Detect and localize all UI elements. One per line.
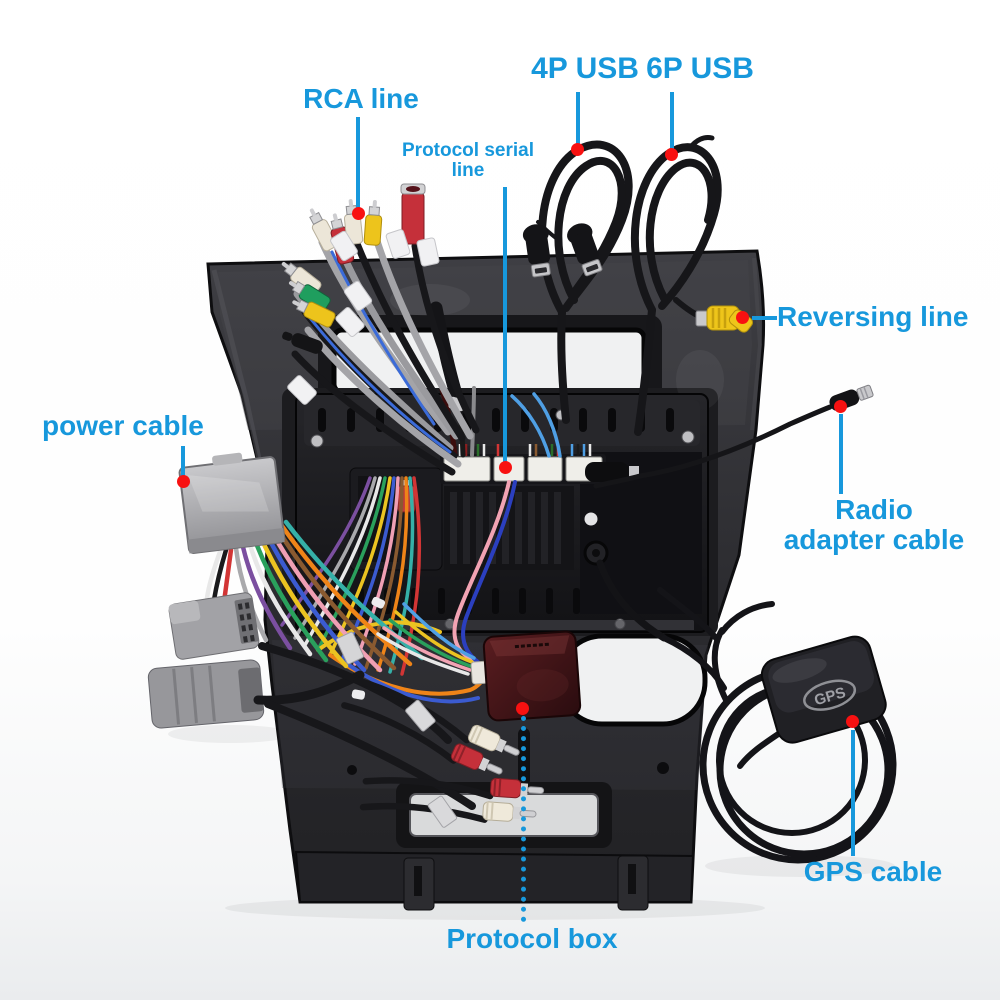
radio-adapter-cable — [593, 384, 874, 489]
marker-dot-radio-adapter-cable — [834, 400, 847, 413]
white-pin-connectors — [443, 456, 603, 482]
leader-6p-usb — [670, 92, 674, 150]
label-protocol-serial-line: Protocol serial line — [402, 140, 534, 182]
usb-female-connector-1 — [567, 223, 603, 277]
rca-plug-red-2 — [489, 777, 545, 799]
leader-protocol-box — [521, 716, 526, 922]
rca-plug-white-1 — [467, 724, 520, 756]
bottom-light-strip — [310, 620, 694, 630]
heatsink-fins — [450, 492, 561, 564]
leader-4p-usb — [576, 92, 580, 145]
protocol-box-wires — [376, 602, 476, 676]
marker-dot-rca-line — [352, 207, 365, 220]
dc-barrel-plug — [282, 331, 323, 354]
gps-antenna-puck: GPS — [760, 635, 887, 744]
label-protocol-box: Protocol box — [446, 923, 618, 954]
cable-ties — [351, 596, 386, 700]
label-6p-usb: 6P USB — [646, 52, 754, 85]
harness-16pin-connector — [168, 592, 260, 660]
antenna-stub — [585, 462, 639, 482]
label-protocol-serial-line-1: Protocol serial — [402, 140, 534, 161]
fascia-right-edge-highlight — [750, 257, 763, 431]
protocol-box-body — [482, 630, 582, 722]
power-wire-fan — [204, 519, 425, 673]
label-rca-line: RCA line — [303, 83, 419, 114]
white-dot-sticker — [584, 512, 598, 526]
marker-dot-4p-usb — [571, 143, 584, 156]
protocol-box — [470, 630, 582, 722]
round-socket — [583, 540, 609, 566]
light-blue-wires — [510, 392, 562, 458]
cable-label-tags — [287, 229, 440, 405]
marker-dot-power-cable — [177, 475, 190, 488]
rca-plug-red-1 — [450, 743, 503, 775]
leader-power-cable — [181, 446, 185, 476]
leader-gps-cable — [851, 730, 855, 856]
marker-dot-protocol-box — [516, 702, 529, 715]
leader-protocol-serial-line — [503, 187, 507, 463]
rca-pair-tags — [405, 699, 458, 828]
label-protocol-serial-line-2: line — [451, 160, 485, 182]
leader-reversing-line — [752, 316, 777, 320]
usb-female-connector-2 — [522, 224, 551, 278]
marker-dot-protocol-serial-line — [499, 461, 512, 474]
marker-dot-reversing-line — [736, 311, 749, 324]
leader-radio-adapter-cable — [839, 414, 843, 494]
gps-assembly: GPS — [657, 587, 897, 864]
rca-plug-yellow-left — [292, 299, 336, 328]
marker-dot-gps-cable — [846, 715, 859, 728]
usb-cable-6p — [630, 135, 722, 436]
label-reversing-line: Reversing line — [777, 301, 969, 332]
label-radio-adapter-cable-2: adapter cable — [783, 523, 965, 555]
power-connector-block — [178, 452, 286, 554]
rca-plug-white-2 — [482, 801, 537, 822]
fascia-clip-right — [617, 855, 649, 911]
label-radio-adapter-cable: Radio adapter cable — [784, 495, 965, 554]
rca-plug-yellow-top — [363, 200, 383, 246]
harness-antenna-connector — [147, 659, 265, 729]
harness-label-tag — [336, 631, 364, 665]
label-gps-cable: GPS cable — [803, 856, 943, 887]
label-4p-usb: 4P USB — [531, 52, 639, 85]
rca-cable-bundle — [291, 232, 480, 476]
leader-rca-line — [356, 117, 360, 208]
fascia-bottom-strip — [294, 850, 695, 903]
socket-cable — [596, 559, 668, 642]
fascia-clip-left — [403, 857, 435, 911]
label-power-cable: power cable — [42, 410, 204, 441]
rca-output-pair-2 — [359, 777, 545, 823]
label-radio-adapter-cable-1: Radio — [835, 494, 913, 525]
marker-dot-6p-usb — [665, 148, 678, 161]
rca-jack-red-female — [400, 183, 426, 245]
